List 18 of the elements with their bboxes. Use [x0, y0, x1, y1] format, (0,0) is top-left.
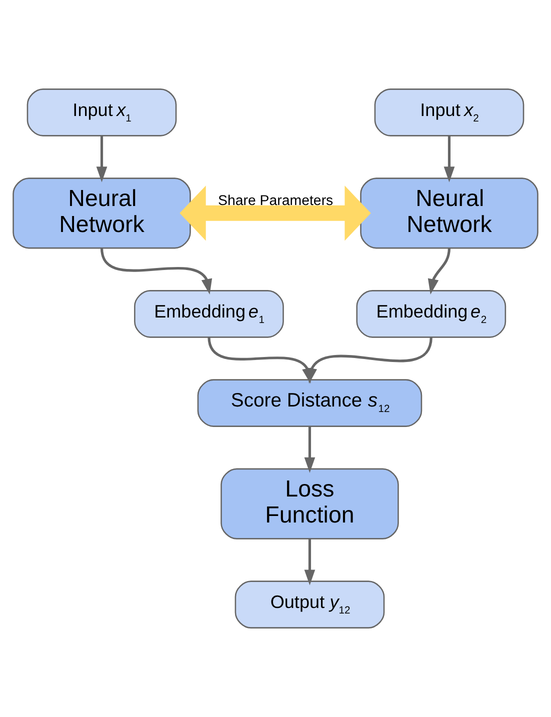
node-box: Neural Network: [360, 178, 538, 249]
node-box: Output y$_{12}$: [234, 580, 385, 628]
node-box: Input x$_{2}$: [374, 88, 524, 136]
edge-label: Share Parameters: [218, 193, 334, 210]
node-box: Embedding e$_{2}$: [356, 290, 506, 338]
arrow: [96, 136, 108, 182]
node-box: Neural Network: [12, 178, 191, 249]
arrow: [180, 186, 371, 241]
node-box: Embedding e$_{1}$: [134, 290, 284, 338]
arrow: [100, 248, 212, 295]
arrow: [444, 136, 455, 182]
node-box: Input x$_{1}$: [26, 88, 177, 136]
node-box: Loss Function: [220, 468, 399, 540]
node-box: Score Distance s$_{12}$: [197, 379, 422, 427]
arrow: [428, 248, 451, 295]
arrow: [306, 336, 432, 384]
arrow: [304, 538, 316, 586]
arrow: [304, 426, 316, 473]
